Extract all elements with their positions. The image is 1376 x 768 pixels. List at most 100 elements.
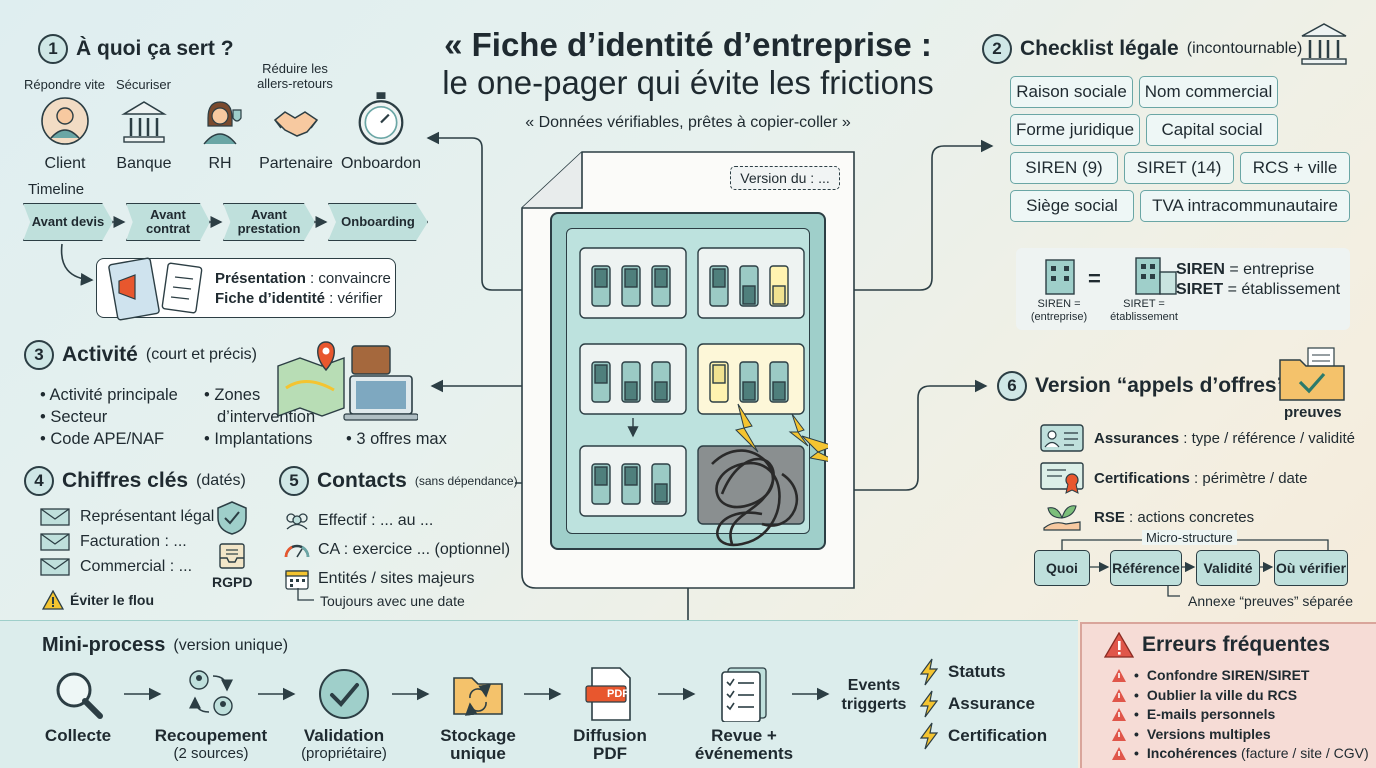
- building-icons: [1045, 257, 1177, 295]
- legal-item-siren: SIREN (9): [1010, 152, 1118, 184]
- process-step-validation: Validation (propriétaire): [279, 666, 409, 762]
- version-tag: Version du : ...: [730, 166, 840, 190]
- s3-col2: • Zones d’intervention • Implantations: [204, 386, 316, 448]
- process-step-diffusion: PDF Diffusion PDF: [545, 666, 675, 763]
- warning-icon: [1112, 708, 1126, 722]
- s1-note-line2: Fiche d’identité : vérifier: [215, 290, 383, 307]
- warning-icon: [1112, 688, 1126, 702]
- magnifier-icon: [56, 672, 103, 719]
- bank-icon: [121, 101, 167, 143]
- audience-partenaire: Partenaire: [251, 96, 341, 173]
- calendar-icon: [285, 569, 309, 590]
- client-icon: [41, 97, 89, 145]
- legal-item-capital-social: Capital social: [1146, 114, 1278, 146]
- arrow-to-s2: [790, 139, 994, 291]
- s1-note-box: Présentation : convaincre Fiche d’identi…: [96, 257, 396, 321]
- timeline-step-2: Avant contrat: [126, 203, 210, 241]
- s2-title: 2 Checklist légale (incontournable): [982, 34, 1302, 64]
- envelope-icon: [40, 557, 70, 576]
- micro-step-2: Référence: [1110, 550, 1182, 586]
- micro-step-3: Validité: [1196, 550, 1260, 586]
- arrow-timeline-note: [60, 243, 94, 286]
- siret-caption: SIRET = établissement: [1110, 298, 1178, 323]
- process-title: Mini-process (version unique): [42, 634, 289, 656]
- s6-item-rse: RSE : actions concretes: [1040, 502, 1254, 532]
- lightning-icon: [919, 690, 939, 718]
- arrow-to-s6: [790, 379, 988, 491]
- envelope-icon: [40, 532, 70, 551]
- error-item: •Versions multiples: [1112, 725, 1369, 745]
- s1-goal-2: Sécuriser: [116, 77, 171, 92]
- s6-item-assurances: Assurances : type / référence / validité: [1040, 424, 1355, 452]
- s1-goal-1: Répondre vite: [24, 77, 105, 92]
- timeline-step-1: Avant devis: [23, 203, 113, 241]
- evidence-folder-icon: [1279, 347, 1345, 401]
- error-item: •Confondre SIREN/SIRET: [1112, 666, 1369, 686]
- id-card-icon: [1040, 424, 1084, 452]
- s3-col1: • Activité principale • Secteur • Code A…: [40, 386, 178, 448]
- events-triggers-label: Events triggerts: [841, 677, 907, 713]
- process-arrows: [124, 687, 830, 701]
- folder-sync-icon: [453, 677, 503, 716]
- process-step-collecte: Collecte: [13, 666, 143, 745]
- audience-rh: RH: [175, 96, 265, 173]
- page-title-line2: le one-pager qui évite les frictions: [442, 64, 934, 101]
- process-step-stockage: Stockage unique: [413, 666, 543, 763]
- lightning-icon: [919, 658, 939, 686]
- s1-title: 1 À quoi ça sert ?: [38, 34, 234, 64]
- legal-item-siret: SIRET (14): [1124, 152, 1234, 184]
- courthouse-icon: [1301, 23, 1347, 65]
- stopwatch-icon: [358, 92, 404, 145]
- warning-icon: [42, 590, 64, 610]
- errors-list: •Confondre SIREN/SIRET •Oublier la ville…: [1112, 666, 1369, 764]
- gauge-icon: [284, 544, 310, 557]
- checklist-icon: [721, 667, 767, 723]
- people-icon: [286, 512, 308, 529]
- preuves-label: preuves: [1284, 404, 1342, 421]
- audience-client: Client: [20, 96, 110, 173]
- error-item: •Incohérences (facture / site / CGV): [1112, 744, 1369, 764]
- s5-list: Effectif : ... au ... CA : exercice ... …: [284, 506, 510, 593]
- s1-number: 1: [38, 34, 68, 64]
- check-circle-icon: [319, 669, 369, 719]
- warning-icon: [1112, 669, 1126, 683]
- s4-title: 4 Chiffres clés (datés): [24, 466, 246, 496]
- map-laptop-icon: [277, 341, 418, 421]
- warning-icon: [1112, 727, 1126, 741]
- warning-icon: [1112, 747, 1126, 761]
- header: « Fiche d’identité d’entreprise : le one…: [420, 26, 956, 132]
- pdf-tag: PDF: [607, 688, 629, 700]
- legal-item-raison-sociale: Raison sociale: [1010, 76, 1133, 108]
- timeline-step-3: Avant prestation: [223, 203, 315, 241]
- s4-warning: Éviter le flou: [42, 590, 154, 610]
- audience-onboardon: Onboardon: [336, 90, 426, 173]
- s5-note: Toujours avec une date: [320, 593, 465, 609]
- legal-item-rcs: RCS + ville: [1240, 152, 1350, 184]
- page-title: « Fiche d’identité d’entreprise :: [444, 26, 932, 63]
- s1-note-line1: Présentation : convaincre: [215, 270, 391, 287]
- timeline-step-4: Onboarding: [328, 203, 428, 241]
- error-item: •Oublier la ville du RCS: [1112, 686, 1369, 706]
- siren-definition: SIREN = entreprise: [1176, 261, 1315, 278]
- siren-caption: SIREN = (entreprise): [1030, 298, 1088, 323]
- audience-banque: Banque: [99, 96, 189, 173]
- document-illustration: Version du : ...: [520, 150, 856, 590]
- megaphone-checklist-icon: [108, 257, 203, 321]
- s4-item: Facturation : ...: [40, 529, 214, 554]
- legal-item-siege-social: Siège social: [1010, 190, 1134, 222]
- legal-item-nom-commercial: Nom commercial: [1139, 76, 1278, 108]
- process-step-recoupement: Recoupement (2 sources): [146, 666, 276, 762]
- note-bracket: [297, 588, 314, 601]
- s1-goal-3: Réduire les allers-retours: [257, 61, 333, 91]
- equals-sign: =: [1088, 266, 1101, 291]
- s3-offers: • 3 offres max: [346, 430, 447, 448]
- triggers-list: Statuts Assurance Certification: [918, 656, 1047, 752]
- s6-item-certifications: Certifications : périmètre / date: [1040, 462, 1307, 494]
- arrow-to-s1: [426, 131, 582, 291]
- hr-person-icon: [203, 101, 242, 145]
- breaker-switches: [579, 247, 828, 547]
- legal-item-forme-juridique: Forme juridique: [1010, 114, 1140, 146]
- s3-title: 3 Activité (court et précis): [24, 340, 257, 370]
- process-step-revue: Revue + événements: [679, 666, 809, 763]
- timeline-label: Timeline: [28, 181, 85, 198]
